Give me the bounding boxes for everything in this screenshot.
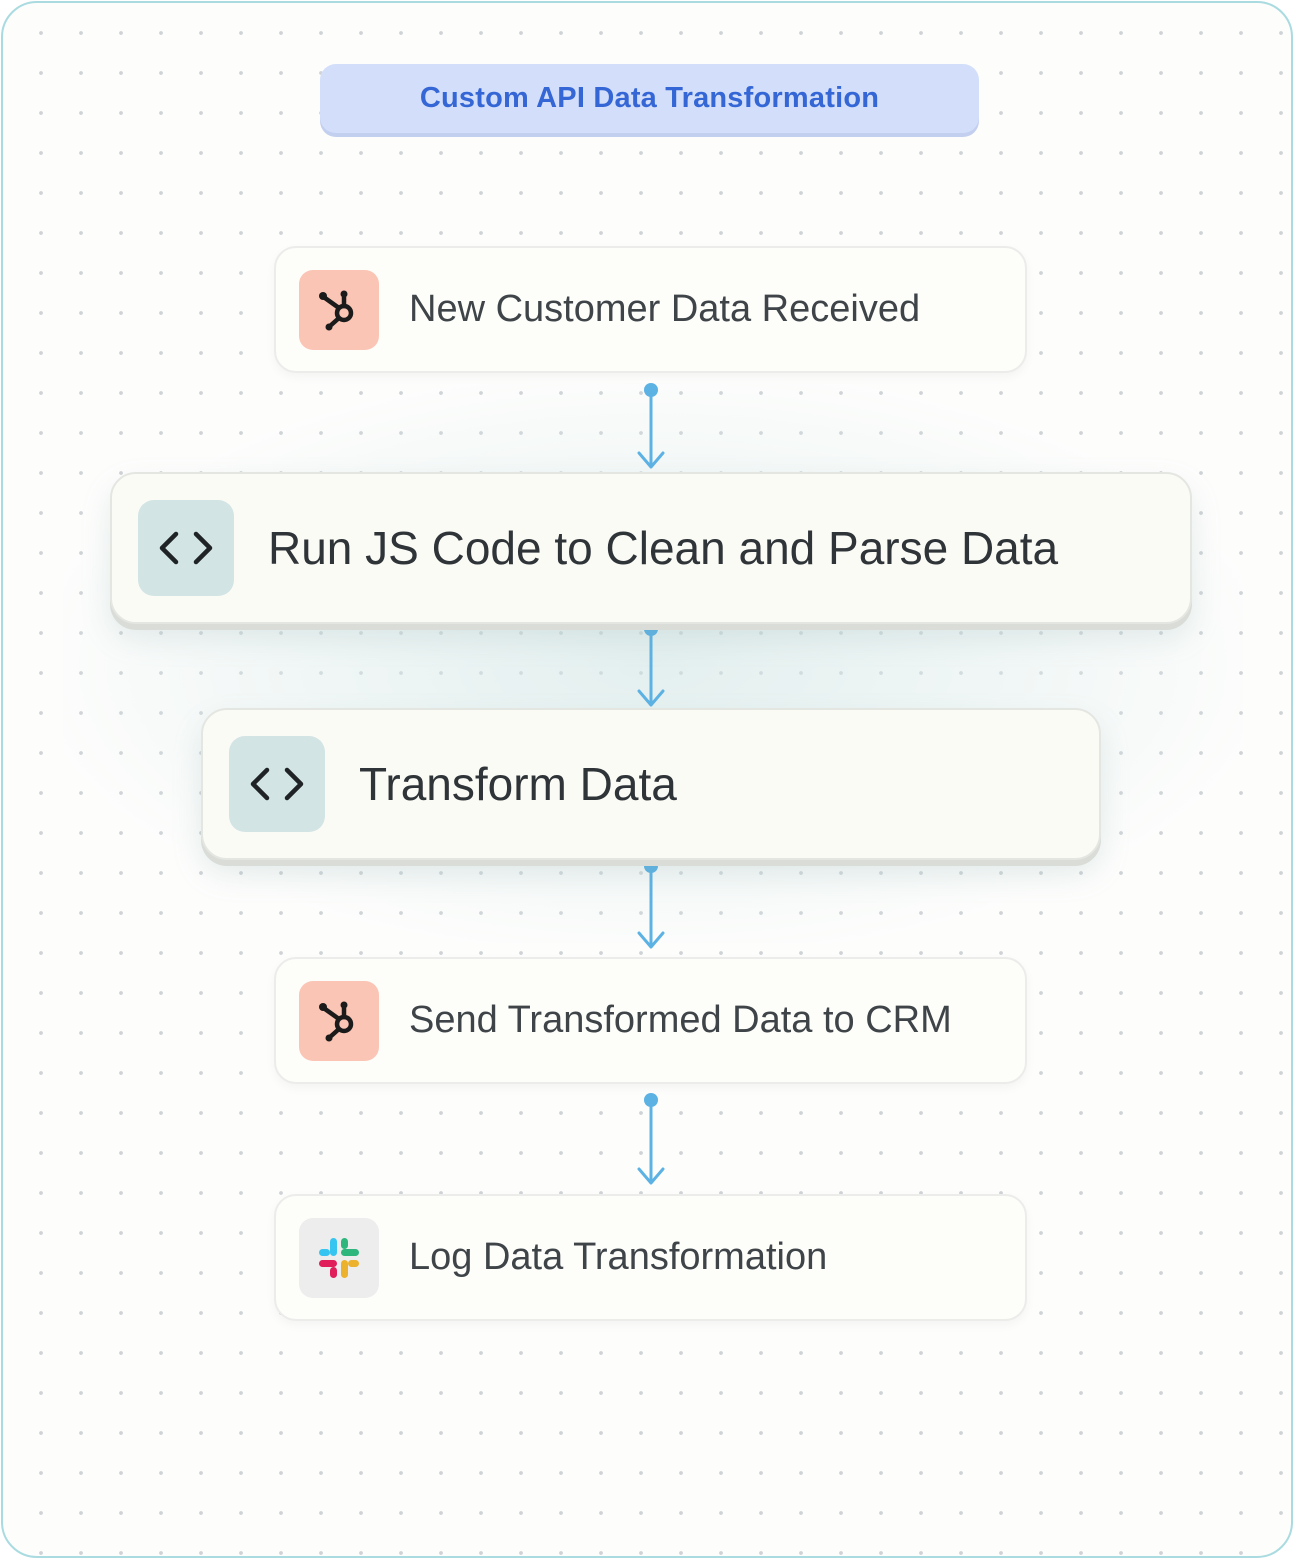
connector-1 [637,383,665,469]
connector-4 [637,1093,665,1185]
connector-3 [637,859,665,949]
hubspot-icon [299,269,379,350]
step-label: Run JS Code to Clean and Parse Data [268,522,1059,574]
workflow-title: Custom API Data Transformation [320,64,979,133]
step-label: New Customer Data Received [409,288,921,330]
step-transform-data[interactable]: Transform Data [201,708,1101,860]
connector-2 [637,622,665,707]
slack-icon [299,1217,379,1298]
step-send-to-crm[interactable]: Send Transformed Data to CRM [274,957,1027,1084]
step-run-js-code[interactable]: Run JS Code to Clean and Parse Data [110,472,1192,624]
step-new-customer-data[interactable]: New Customer Data Received [274,246,1027,373]
step-label: Log Data Transformation [409,1236,828,1278]
step-label: Send Transformed Data to CRM [409,999,952,1041]
step-log-transformation[interactable]: Log Data Transformation [274,1194,1027,1321]
hubspot-icon [299,980,379,1061]
code-brackets-icon [138,500,234,596]
code-brackets-icon [229,736,325,832]
step-label: Transform Data [359,758,677,810]
